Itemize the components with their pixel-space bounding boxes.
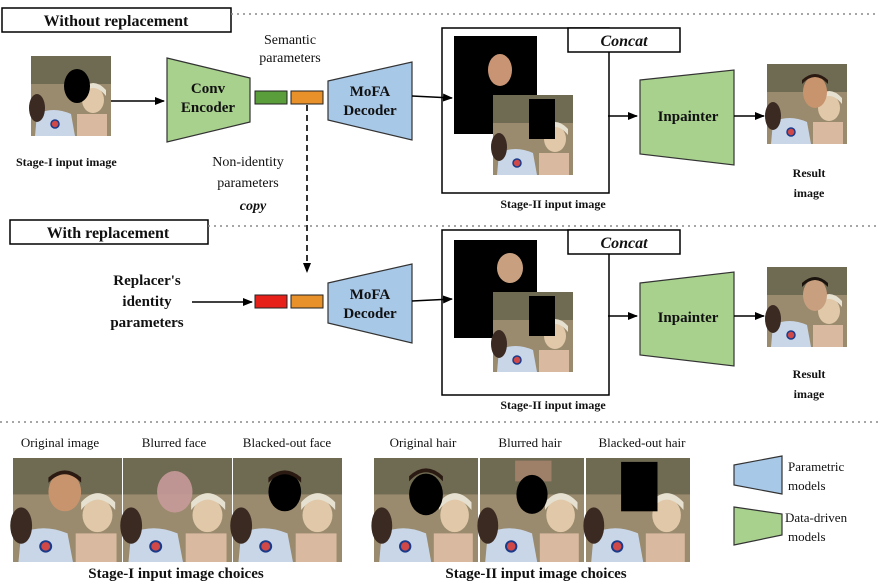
mofa-decoder-block-top [327,61,413,141]
choice-blacked-out-hair [582,457,691,563]
copy-label: copy [240,199,267,214]
semantic-params-label-1: Semantic [264,33,316,48]
choice-blacked-out-hair-label: Blacked-out hair [599,435,687,450]
legend-parametric-swatch [733,455,783,495]
stage1-choices: Original image Blurred face Blacked-out … [9,435,344,582]
stage1-input-label: Stage-I input image [16,155,117,169]
legend-data-driven-swatch [733,506,783,546]
legend-parametric-label-1: Parametric [788,459,845,474]
choice-original-image [9,456,124,564]
section-with-replacement: With replacement Replacer's identity par… [9,219,877,412]
section-title-without: Without replacement [44,13,189,30]
replacer-label-3: parameters [110,315,183,331]
replacer-identity-bar [254,294,288,309]
non-identity-label-1: Non-identity [212,155,284,170]
result-label-bottom-2: image [794,387,825,401]
choice-blurred-face [119,456,234,564]
mofa-decoder-label-b1: MoFA [350,287,391,303]
legend: Parametric models Data-driven models [733,455,848,546]
result-label-top-1: Result [793,166,826,180]
inpainter-label-bottom: Inpainter [658,310,719,326]
concat-label-bottom: Concat [600,235,648,252]
mofa-decoder-label-b2: Decoder [343,306,397,322]
non-identity-params-bar [290,90,324,105]
mofa-decoder-label-2: Decoder [343,103,397,119]
replacer-label-1: Replacer's [113,273,181,289]
mofa-decoder-block-bottom [327,263,413,344]
choice-original-hair-label: Original hair [390,435,457,450]
choice-original-hair [370,457,479,563]
masked-stage2-image-top [490,94,574,176]
conv-encoder-label-2: Encoder [181,100,236,116]
non-identity-label-2: parameters [217,176,278,191]
section-label-box [9,219,209,245]
stage2-input-label-bottom: Stage-II input image [500,398,606,412]
choice-original-image-label: Original image [21,435,100,450]
concat-frame-bottom [441,229,610,396]
concat-label-top: Concat [600,33,648,50]
inpainter-block-top [639,69,735,166]
stage2-input-label-top: Stage-II input image [500,197,606,211]
concat-label-box-bottom [567,229,681,255]
result-image-top [764,63,848,145]
semantic-params-label-2: parameters [259,51,320,66]
section-without-replacement: Without replacement Stage-I input image … [1,7,877,211]
result-label-bottom-1: Result [793,367,826,381]
stage2-choices: Original hair Blurred hair Blacked-out h… [370,435,691,582]
legend-data-driven-label-1: Data-driven [785,510,848,525]
legend-data-driven-label-2: models [788,529,826,544]
legend-parametric-label-2: models [788,478,826,493]
concat-label-box-top [567,27,681,53]
inpainter-block-bottom [639,271,735,367]
choice-blurred-hair [476,457,585,563]
replacer-label-2: identity [122,294,172,310]
masked-stage2-image-bottom [490,291,574,373]
concat-frame-top [441,27,610,194]
stage1-choices-title: Stage-I input image choices [88,566,264,582]
inpainter-label-top: Inpainter [658,109,719,125]
result-label-top-2: image [794,186,825,200]
choice-blurred-hair-label: Blurred hair [498,435,562,450]
arrow-decoder-to-concat [411,93,453,102]
copied-non-identity-bar [290,294,324,309]
choice-blacked-out-face-label: Blacked-out face [243,435,332,450]
choice-blurred-face-label: Blurred face [142,435,207,450]
result-image-bottom [764,266,848,348]
identity-params-bar [254,90,288,105]
stage1-input-image [28,55,112,137]
choice-blacked-out-face [229,456,344,564]
arrow-decoder-to-concat-bottom [411,295,453,304]
section-title-with: With replacement [47,225,170,242]
conv-encoder-block [166,57,251,143]
section-label-box [1,7,232,33]
stage2-choices-title: Stage-II input image choices [445,566,626,582]
conv-encoder-label-1: Conv [191,81,226,97]
mofa-decoder-label-1: MoFA [350,84,391,100]
